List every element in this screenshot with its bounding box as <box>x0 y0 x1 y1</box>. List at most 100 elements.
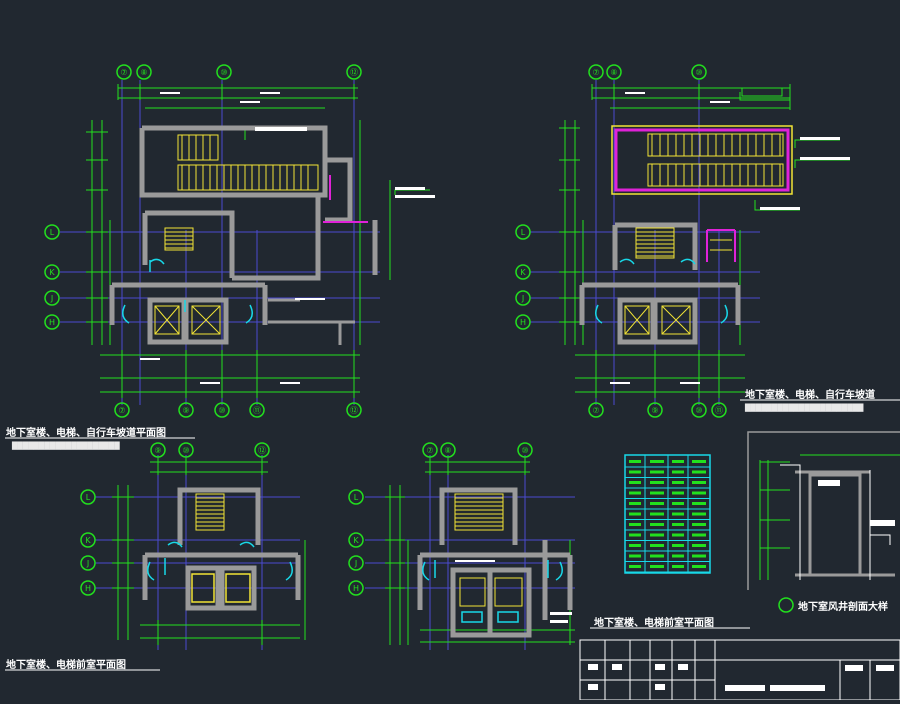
tr-bottom-axis-3-circle <box>711 402 727 418</box>
plan-top-left-magenta <box>323 175 368 223</box>
bm-top-axis-2-circle <box>517 442 533 458</box>
plan-top-right-outer-yellow <box>611 125 793 195</box>
tr-left-axis-2-label: J <box>521 294 524 303</box>
bm-left-axis-1-label: K <box>353 536 359 545</box>
bm-top-axis-1-circle <box>440 442 456 458</box>
bl-left-axis-0-circle <box>80 489 96 505</box>
tr-top-axis-0-circle <box>588 64 604 80</box>
tr-bottom-axis-2-circle <box>691 402 707 418</box>
bl-top-axis-2-circle <box>254 442 270 458</box>
plan-top-right-walls <box>579 222 741 345</box>
title-block-text <box>588 664 894 691</box>
plan-bottom-mid-doors <box>422 560 563 623</box>
bm-left-axis-3-label: H <box>353 584 359 593</box>
tr-bottom-axis-1-label: ⑨ <box>651 406 658 415</box>
caption-bottom-left: 地下室楼、电梯前室平面图 <box>6 660 126 671</box>
tl-left-axis-0-label: L <box>50 228 55 237</box>
plan-bottom-left-dimensions <box>112 458 306 645</box>
plan-top-right-annotations <box>610 92 850 384</box>
bm-top-axis-0-label: ⑦ <box>426 446 433 455</box>
tl-top-axis-1-label: ⑧ <box>140 68 147 77</box>
bl-top-axis-2-label: ⑫ <box>258 446 266 455</box>
tl-left-axis-2-circle <box>44 290 60 306</box>
plan-top-right-doors <box>595 258 728 324</box>
tr-left-axis-1-circle <box>515 264 531 280</box>
plan-top-right-stair-treads <box>636 134 781 257</box>
tr-top-axis-2-label: ⑩ <box>695 68 702 77</box>
caption-top-right-note: ██████████████████████ <box>745 404 864 412</box>
tl-top-axis-2-circle <box>216 64 232 80</box>
plan-top-left-walls-thin <box>268 298 355 345</box>
bl-top-axis-1-circle <box>178 442 194 458</box>
caption-top-left: 地下室楼、电梯、自行车坡道平面图 <box>6 428 166 439</box>
plan-top-left-stair-treads <box>165 135 309 249</box>
tl-bottom-axis-0-label: ⑦ <box>118 406 125 415</box>
bl-top-axis-1-label: ⑩ <box>182 446 189 455</box>
plan-top-right-elevators <box>624 305 691 335</box>
tl-top-axis-0-label: ⑦ <box>120 68 127 77</box>
tr-bottom-axis-3-label: ⑪ <box>715 406 723 415</box>
bl-left-axis-1-circle <box>80 532 96 548</box>
plan-top-right-magenta-ramp <box>614 128 790 192</box>
bl-left-axis-0-label: L <box>86 493 91 502</box>
plan-top-right-magenta-lines <box>706 229 736 262</box>
plan-bottom-mid-stairs <box>454 493 504 531</box>
tl-left-axis-3-label: H <box>49 318 55 327</box>
tl-bottom-axis-4-circle <box>346 402 362 418</box>
bm-left-axis-1-circle <box>348 532 364 548</box>
caption-top-left-note: ████████████████████ <box>12 442 120 450</box>
plan-top-left-doors <box>122 258 253 324</box>
tr-top-axis-0-label: ⑦ <box>592 68 599 77</box>
bl-left-axis-3-circle <box>80 580 96 596</box>
tr-left-axis-0-circle <box>515 224 531 240</box>
tl-bottom-axis-3-circle <box>249 402 265 418</box>
tl-left-axis-0-circle <box>44 224 60 240</box>
bl-left-axis-2-circle <box>80 555 96 571</box>
tr-left-axis-1-label: K <box>520 268 526 277</box>
tl-bottom-axis-1-circle <box>178 402 194 418</box>
plan-top-right-yellow-misc <box>710 239 732 251</box>
plan-top-left-stairs <box>164 134 319 251</box>
plan-top-left-annotations <box>140 92 435 384</box>
tr-left-axis-0-label: L <box>521 228 526 237</box>
tl-bottom-axis-2-label: ⑩ <box>218 406 225 415</box>
tr-bottom-axis-0-circle <box>588 402 604 418</box>
tl-left-axis-3-circle <box>44 314 60 330</box>
bm-top-axis-0-circle <box>422 442 438 458</box>
tl-bottom-axis-1-label: ⑨ <box>182 406 189 415</box>
tl-top-axis-3-circle <box>346 64 362 80</box>
bm-top-axis-1-label: ⑧ <box>444 446 451 455</box>
tl-bottom-axis-3-label: ⑪ <box>253 406 261 415</box>
caption-bottom-mid: 地下室楼、电梯前室平面图 <box>594 618 714 629</box>
plan-bottom-left-stairs <box>195 493 225 531</box>
bl-left-axis-3-label: H <box>85 584 91 593</box>
plan-bottom-left-elevators <box>191 573 251 603</box>
tl-left-axis-1-circle <box>44 264 60 280</box>
plan-bottom-mid-elevators <box>459 577 523 607</box>
bm-left-axis-0-label: L <box>354 493 359 502</box>
section-detail <box>747 431 900 613</box>
caption-top-right: 地下室楼、电梯、自行车坡道 <box>745 390 875 401</box>
tr-left-axis-2-circle <box>515 290 531 306</box>
tl-left-axis-2-label: J <box>50 294 53 303</box>
bm-left-axis-0-circle <box>348 489 364 505</box>
tl-bottom-axis-0-circle <box>114 402 130 418</box>
plan-bottom-left-walls <box>142 487 301 611</box>
tl-top-axis-3-label: ⑫ <box>350 68 358 77</box>
bm-top-axis-2-label: ⑩ <box>521 446 528 455</box>
plan-bottom-mid-annotations <box>455 560 572 623</box>
tr-bottom-axis-0-label: ⑦ <box>592 406 599 415</box>
tl-top-axis-0-circle <box>116 64 132 80</box>
tl-top-axis-1-circle <box>136 64 152 80</box>
bl-left-axis-2-label: J <box>86 559 89 568</box>
tr-top-axis-1-circle <box>606 64 622 80</box>
